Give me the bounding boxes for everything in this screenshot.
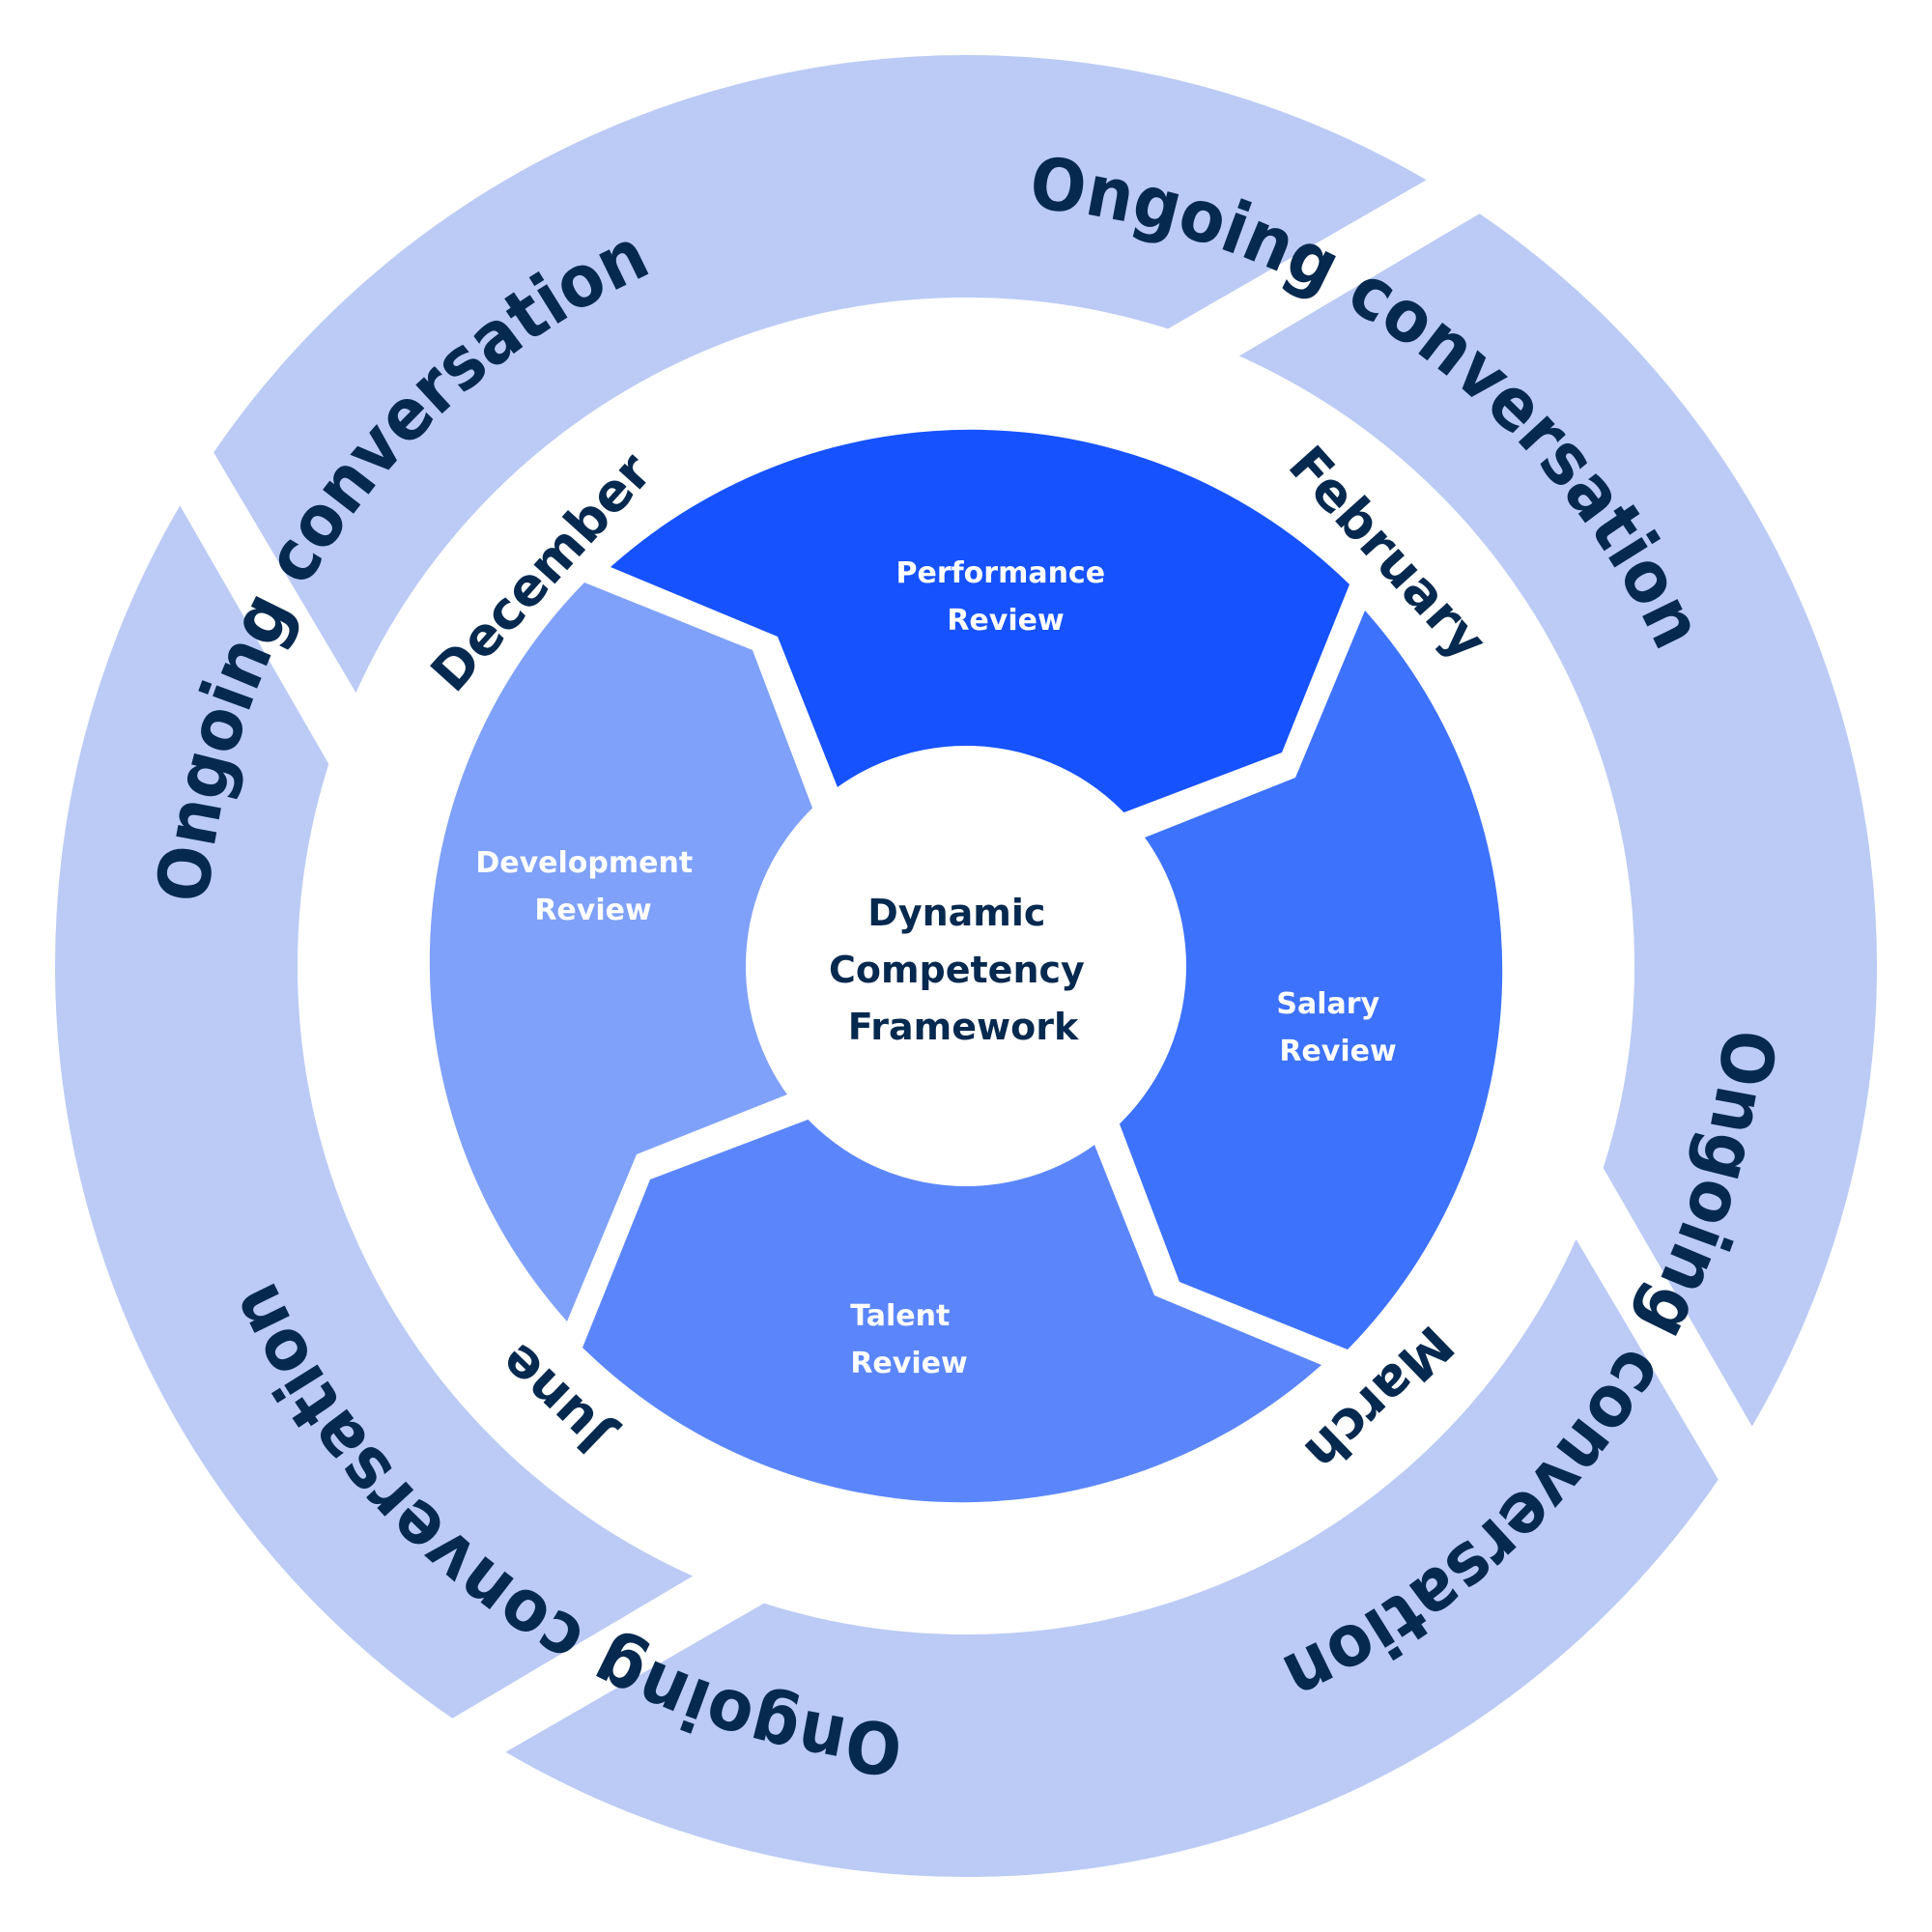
outer-ring-gaps	[135, 135, 1797, 1797]
center-title-line-1: Dynamic	[867, 892, 1045, 934]
review-label-salary-line-2: Review	[1279, 1035, 1396, 1068]
review-label-performance-line-2: Review	[947, 604, 1064, 638]
center-title: Dynamic Competency Framework	[829, 892, 1097, 1048]
outer-ring-gap	[1090, 135, 1558, 400]
review-label-salary-line-1: Salary	[1276, 987, 1379, 1021]
review-label-performance-line-1: Performance	[895, 556, 1105, 590]
review-segment-development	[429, 582, 813, 1321]
center-hub	[746, 746, 1186, 1186]
review-segment-talent	[582, 1119, 1321, 1503]
outer-ring-band	[55, 55, 1877, 1877]
review-segment-performance	[611, 429, 1350, 813]
review-label-salary: Salary Review	[1276, 987, 1396, 1068]
review-segments	[429, 429, 1503, 1503]
center-title-line-2: Competency	[829, 949, 1085, 991]
outer-ring	[55, 55, 1877, 1877]
review-label-performance: Performance Review	[895, 556, 1115, 638]
outer-ring-gap	[374, 1532, 842, 1797]
outer-ring-gap	[1532, 1090, 1797, 1558]
review-label-talent: Talent Review	[850, 1299, 967, 1380]
review-segment-salary	[1119, 611, 1503, 1350]
review-labels: Performance Review Salary Review Talent …	[475, 556, 1396, 1380]
center-title-line-3: Framework	[848, 1006, 1079, 1048]
review-label-talent-line-1: Talent	[850, 1299, 950, 1333]
review-label-development: Development Review	[475, 846, 702, 927]
review-label-development-line-2: Review	[534, 894, 651, 927]
outer-ring-gap	[135, 374, 400, 842]
review-label-talent-line-2: Review	[850, 1347, 967, 1380]
review-label-development-line-1: Development	[475, 846, 693, 880]
